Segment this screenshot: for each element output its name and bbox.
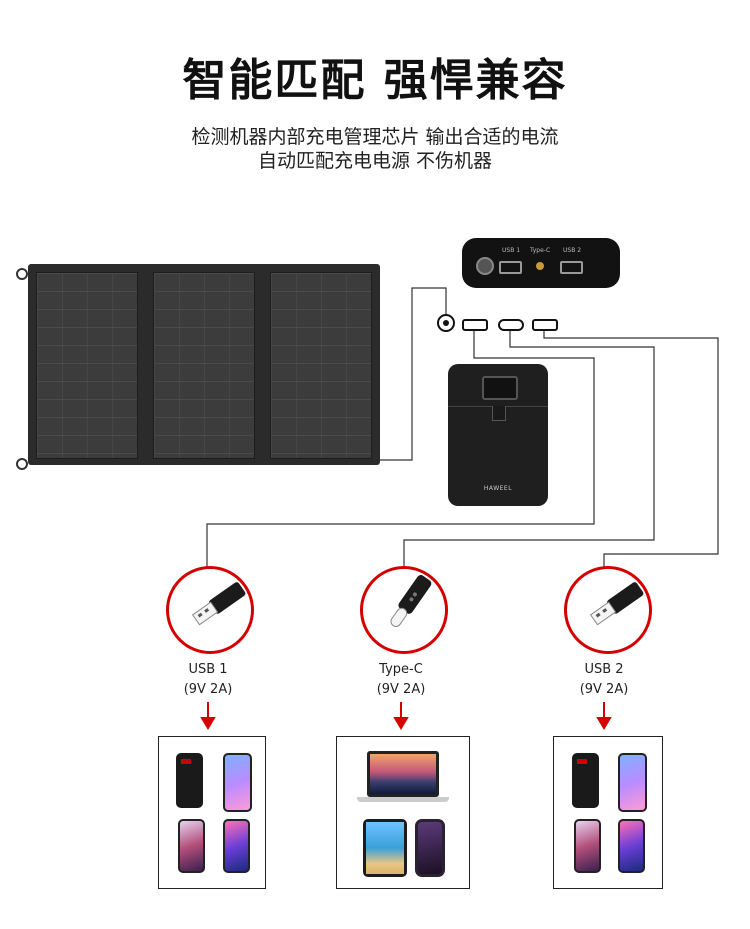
tablet-icon xyxy=(363,819,407,877)
output-spec: (9V 2A) xyxy=(579,682,629,697)
device-box-typec xyxy=(336,736,470,889)
type-c-plug-icon xyxy=(390,575,432,627)
solar-cell-right xyxy=(270,272,372,459)
solar-cell-middle xyxy=(153,272,255,459)
usb1-plug-circle xyxy=(166,566,254,654)
usb-a-port-icon xyxy=(462,319,488,331)
solar-cell-left xyxy=(36,272,138,459)
dc-input-icon xyxy=(437,314,455,332)
device-box-usb2 xyxy=(553,736,663,889)
output-name: USB 2 xyxy=(584,662,624,677)
output-label-usb1: USB 1 (9V 2A) xyxy=(148,660,268,700)
smartphone-icon xyxy=(415,819,445,877)
panel-ring-top xyxy=(16,268,28,280)
phone-6-icon xyxy=(618,819,645,873)
usb1-port-icon xyxy=(499,261,522,274)
output-spec: (9V 2A) xyxy=(376,682,426,697)
clip-icon xyxy=(492,406,506,421)
port-label-usb1: USB 1 xyxy=(502,247,521,254)
phone-4-icon xyxy=(618,753,647,812)
phone-2-icon xyxy=(178,819,205,873)
display-window-icon xyxy=(482,376,518,400)
output-label-usb2: USB 2 (9V 2A) xyxy=(544,660,664,700)
subtitle-line-1: 检测机器内部充电管理芯片 输出合适的电流 xyxy=(191,126,559,148)
usb-a-plug-2-icon xyxy=(589,582,644,626)
indicator-light-icon xyxy=(536,262,544,270)
type-c-port-icon xyxy=(498,319,524,331)
usb-a-plug-icon xyxy=(191,582,246,626)
usb2-port-icon xyxy=(560,261,583,274)
usb-a-port-2-icon xyxy=(532,319,558,331)
usb2-plug-circle xyxy=(564,566,652,654)
port-label-usb2: USB 2 xyxy=(563,247,582,254)
power-bank-front: HAWEEL xyxy=(448,364,548,506)
port-label-typec: Type-C xyxy=(530,247,551,254)
device-box-usb1 xyxy=(158,736,266,889)
phone-3-icon xyxy=(223,819,250,873)
solar-panel xyxy=(28,264,380,465)
output-label-typec: Type-C (9V 2A) xyxy=(341,660,461,700)
typec-plug-circle xyxy=(360,566,448,654)
output-name: USB 1 xyxy=(188,662,228,677)
laptop-icon xyxy=(367,751,439,797)
output-spec: (9V 2A) xyxy=(183,682,233,697)
dc-port-icon xyxy=(476,257,494,275)
brand-logo: HAWEEL xyxy=(483,485,513,492)
panel-ring-bottom xyxy=(16,458,28,470)
phone-icon xyxy=(223,753,252,812)
phone-5-icon xyxy=(574,819,601,873)
power-bank-top: USB 1 Type-C USB 2 xyxy=(462,238,620,288)
page-title: 智能匹配 强悍兼容 xyxy=(182,55,568,106)
subtitle-line-2: 自动匹配充电电源 不伤机器 xyxy=(257,150,493,172)
power-bank-device-2-icon xyxy=(572,753,599,808)
output-name: Type-C xyxy=(379,662,423,677)
power-bank-device-icon xyxy=(176,753,203,808)
